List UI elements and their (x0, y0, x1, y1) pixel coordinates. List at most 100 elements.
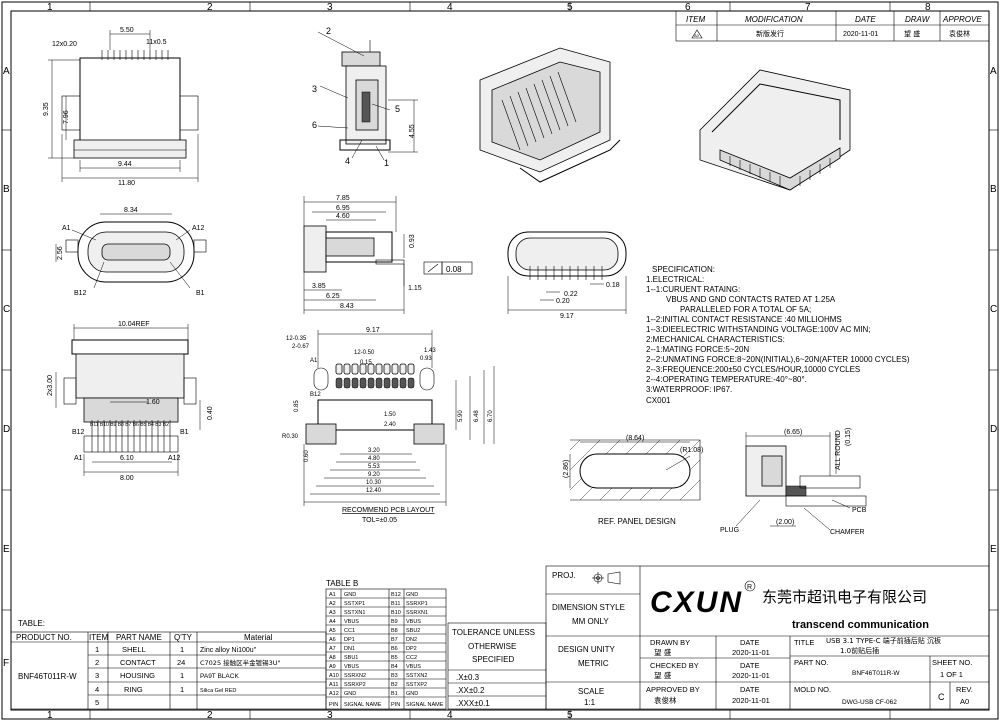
signal-cell: CC2 (406, 655, 417, 661)
side-section-view: 2 3 6 4 1 5 4.55 (312, 26, 418, 168)
row-label: B (990, 184, 997, 195)
drawing-label: B1 (180, 429, 189, 436)
drawing-label: ITEM (686, 15, 705, 24)
drawing-label: 1.50 (384, 412, 396, 418)
drawing-label: SIGNAL NAME (406, 702, 444, 708)
col-label: 3 (327, 2, 333, 13)
drawing-label: 1--3:DIEELECTRIC WITHSTANDING VOLTAGE:10… (646, 325, 870, 334)
signal-cell: CC1 (344, 628, 355, 634)
col-label: 2 (207, 2, 213, 13)
signal-cell: SSRXP2 (344, 682, 366, 688)
drawing-label: ALL ROUND (835, 430, 842, 470)
drawing-label: 1--2:INITIAL CONTACT RESISTANCE :40 MILL… (646, 315, 842, 324)
drawing-label: 2 (95, 658, 99, 667)
drawing-label: 3 (95, 671, 99, 680)
drawing-label: DATE (740, 661, 759, 670)
drawing-label: (2.00) (776, 519, 794, 526)
assembly-section: (6.65) (0.15) ALL ROUND (2.00) PLUG PCB … (720, 428, 867, 536)
drawing-label: 5.90 (458, 410, 464, 422)
tolerance-block: TOLERANCE UNLESS OTHERWISE SPECIFIED .X±… (447, 622, 547, 710)
drawing-label: 2--2:UNMATING FORCE:8~20N(INITIAL),6~20N… (646, 355, 910, 364)
drawing-label: 6.25 (326, 293, 340, 300)
top-view: 5.50 12x0.20 11x0.5 9.35 7.96 9.44 11.80 (43, 27, 199, 187)
drawing-label: 0.93 (409, 234, 416, 248)
pin-cell: B5 (391, 655, 398, 661)
drawing-label: 4 (95, 685, 99, 694)
drawing-label: DRAWN BY (650, 638, 690, 647)
drawing-label: 2-0.67 (292, 344, 310, 350)
svg-text:TOLERANCE UNLESS: TOLERANCE UNLESS (452, 628, 535, 637)
revision-table: ITEM MODIFICATION DATE DRAW APPROVE A0 新… (675, 10, 990, 42)
drawing-label: BNF46T011R-W (18, 672, 77, 681)
drawing-label: 1 (95, 645, 99, 654)
drawing-label: VBUS AND GND CONTACTS RATED AT 1.25A (666, 295, 836, 304)
drawing-label: 5.53 (368, 464, 380, 470)
drawing-label: 5.50 (120, 27, 134, 34)
signal-cell: SSTXP1 (344, 601, 365, 607)
drawing-label: 6.95 (336, 205, 350, 212)
drawing-label: A1 (74, 455, 83, 462)
drawing-label: 0.60 (304, 450, 310, 462)
drawing-label: 2x3.00 (47, 375, 54, 396)
drawing-label: TABLE B (326, 579, 358, 588)
drawing-label: .XX±0.2 (456, 686, 485, 695)
pin-cell: B7 (391, 637, 398, 643)
drawing-label: 新版发行 (756, 29, 784, 38)
drawing-label: PA9T BLACK (200, 673, 239, 680)
pin-cell: A7 (329, 646, 336, 652)
drawing-label: 1:1 (584, 698, 596, 707)
drawing-label: B12 (72, 429, 85, 436)
drawing-label: (2.86) (563, 460, 570, 478)
col-label: 1 (47, 710, 53, 721)
drawing-label: PRODUCT NO. (16, 633, 72, 642)
pin-cell: B6 (391, 646, 398, 652)
signal-cell: SSTXP2 (406, 682, 427, 688)
drawing-label: MM ONLY (572, 617, 609, 626)
drawing-label: 2020-11-01 (732, 648, 770, 657)
col-label: 6 (685, 2, 691, 13)
pin-cell: B9 (391, 619, 398, 625)
drawing-label: REF. PANEL DESIGN (598, 517, 676, 526)
svg-text:SPECIFIED: SPECIFIED (472, 655, 514, 664)
col-label: 5 (567, 710, 573, 721)
drawing-label: 2--1:MATING FORCE:5~20N (646, 345, 749, 354)
pin-cell: B4 (391, 664, 398, 670)
drawing-label: PLUG (720, 527, 739, 534)
drawing-label: 7.85 (336, 195, 350, 202)
drawing-label: ITEM (89, 633, 108, 642)
pin-cell: B12 (391, 592, 401, 598)
col-label: 7 (805, 2, 811, 13)
signal-cell: DN2 (406, 637, 417, 643)
signal-cell: SSTXN2 (406, 673, 427, 679)
drawing-label: SCALE (578, 687, 604, 696)
signal-cell: SBU1 (344, 655, 358, 661)
drawing-label: RING (124, 685, 143, 694)
signal-cell: GND (344, 592, 356, 598)
drawing-label: 6 (312, 120, 317, 130)
drawing-label: 3.20 (368, 448, 380, 454)
drawing-label: A0 (960, 697, 969, 706)
drawing-label: SHEET NO. (932, 658, 972, 667)
col-label: 3 (327, 710, 333, 721)
svg-text:R: R (747, 584, 752, 591)
drawing-label: 0.85 (294, 400, 300, 412)
drawing-label: 1 (180, 685, 184, 694)
signal-cell: SSRXP1 (406, 601, 428, 607)
drawing-label: 1 OF 1 (940, 670, 963, 679)
drawing-label: 2 (326, 26, 331, 36)
signal-cell: SBU2 (406, 628, 420, 634)
drawing-label: 10.30 (366, 480, 382, 486)
drawing-label: 8.43 (340, 303, 354, 310)
pin-cell: B11 (391, 601, 400, 607)
drawing-label: 4.55 (409, 124, 416, 138)
drawing-label: 4.60 (336, 213, 350, 220)
drawing-label: 10.04REF (118, 321, 150, 328)
drawing-label: DRAW (905, 15, 931, 24)
drawing-label: DATE (855, 15, 876, 24)
title-block: PROJ. DIMENSION STYLE MM ONLY DESIGN UNI… (545, 565, 990, 710)
drawing-label: PARALLELED FOR A TOTAL OF 5A; (680, 305, 811, 314)
pcb-layout-caption: RECOMMEND PCB LAYOUT (342, 507, 435, 514)
drawing-label: CHECKED BY (650, 661, 699, 670)
drawing-label: 1.ELECTRICAL: (646, 275, 704, 284)
